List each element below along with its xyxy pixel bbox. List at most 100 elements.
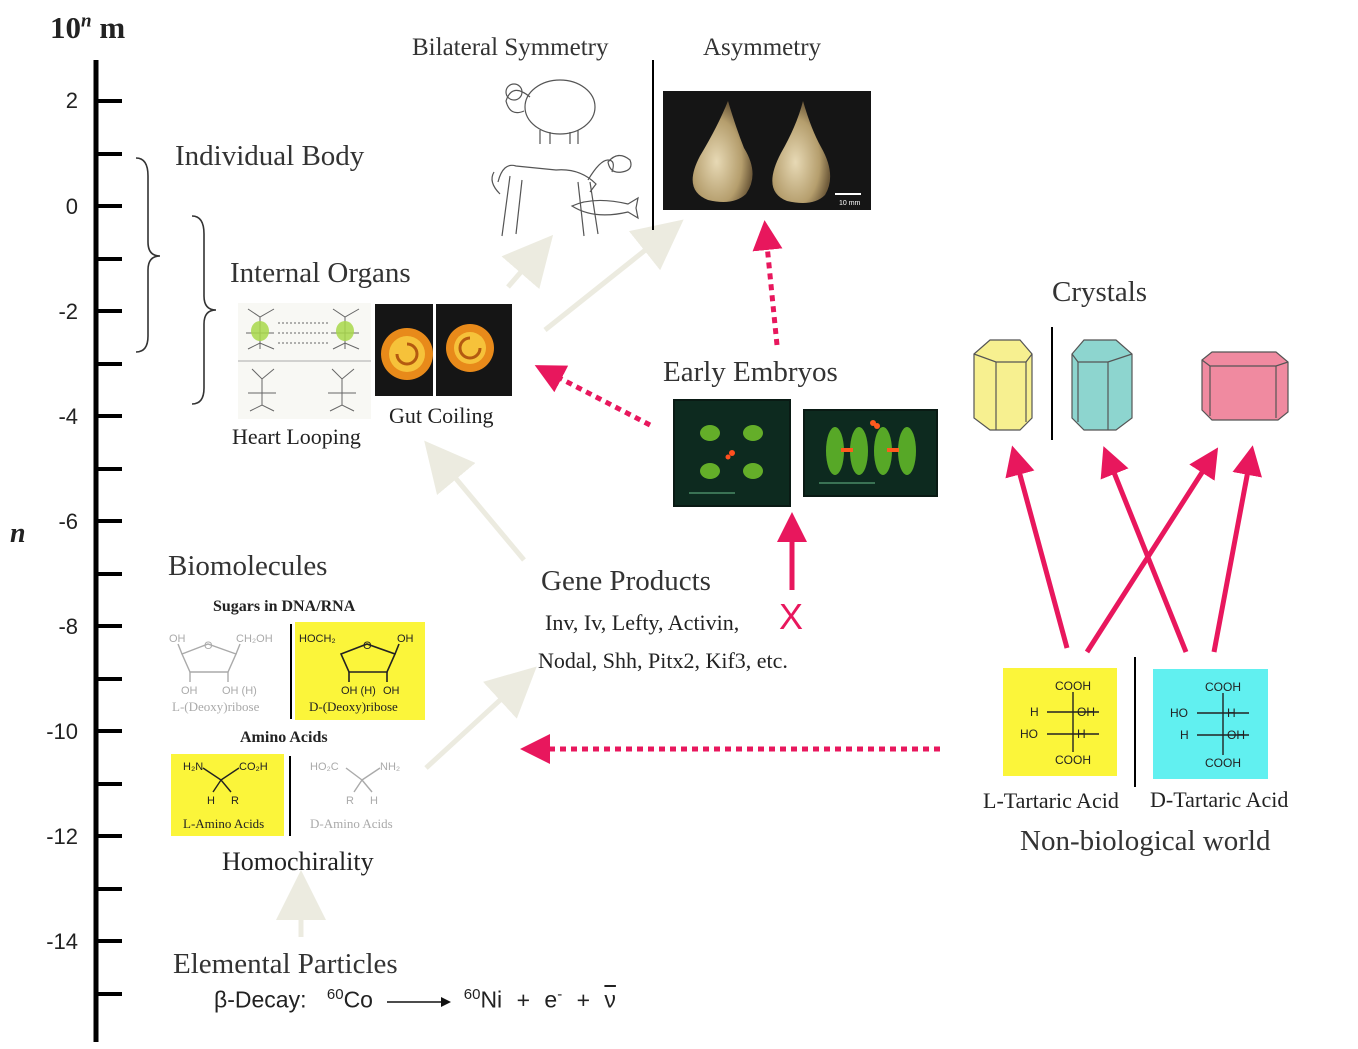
svg-text:H₂N: H₂N [183,761,203,773]
symmetry-divider [652,60,654,230]
svg-text:OH: OH [1077,705,1095,719]
svg-text:CO₂H: CO₂H [239,761,268,773]
l-ribose-ring: OH O CH₂OH OH OH (H) [169,633,273,697]
frog-sketches [238,308,371,412]
svg-text:R: R [231,795,239,807]
sugar-divider [290,624,292,719]
l-tartaric-label: L-Tartaric Acid [983,788,1119,813]
svg-text:H: H [1030,705,1039,719]
animal-sketches [491,79,639,237]
svg-text:OH: OH [383,685,400,697]
plus-sign: + [576,986,591,1013]
embryo-photo-1 [673,399,791,507]
d-amino-structure-wrap: HO₂C NH₂ R H D-Amino Acids [300,754,418,836]
crystal-pink [1201,351,1289,421]
tick-label: -2 [58,299,78,324]
brace-internal-organs [191,215,217,405]
scale-axis [93,60,122,1042]
svg-text:HO: HO [1020,727,1038,741]
cobalt-symbol: Co [343,986,373,1013]
tick-label: -4 [58,404,78,429]
d-tartaric-label: D-Tartaric Acid [1150,787,1289,812]
d-ribose-ring: HOCH₂ O OH OH (H) OH [299,633,414,697]
co-mass-number: 60 [326,986,344,1003]
crystal-teal [1071,339,1133,431]
ni-mass-number: 60 [463,986,481,1003]
snail-shells-photo: 10 mm [663,91,871,210]
svg-text:H: H [1077,727,1086,741]
axis-variable-label: n [10,518,26,549]
tartaric-divider [1134,657,1136,787]
axis-exponent: n [81,10,92,32]
gut-coil-left [381,328,433,380]
d-tartaric-box: COOH HO H H OH COOH [1153,669,1268,779]
svg-text:HOCH₂: HOCH₂ [299,633,336,645]
svg-text:OH (H): OH (H) [341,685,376,697]
svg-text:COOH: COOH [1055,753,1091,767]
gene-products-title: Gene Products [541,565,711,597]
svg-text:OH: OH [169,633,186,645]
l-amino-box: H₂N CO₂H H R L-Amino Acids [171,754,284,836]
tick-label: 2 [65,88,78,113]
gut-coiling-label: Gut Coiling [389,403,494,428]
brace-individual-body [135,157,161,353]
svg-text:O: O [363,640,372,652]
individual-body-title: Individual Body [175,140,365,172]
l-amino-label: L-Amino Acids [183,816,265,831]
tick-label: -6 [58,509,78,534]
electron-symbol: e [544,986,558,1013]
gut-coiling-photo-right [436,304,512,396]
tick-label: 0 [65,194,78,219]
decay-arrow-icon [387,996,452,1007]
svg-text:COOH: COOH [1205,756,1241,770]
sugars-title: Sugars in DNA/RNA [213,598,356,615]
early-embryos-title: Early Embryos [663,356,838,388]
svg-text:COOH: COOH [1205,680,1241,694]
internal-organs-title: Internal Organs [230,257,411,289]
antineutrino-symbol: ν [604,986,616,1013]
l-ribose-label: L-(Deoxy)ribose [172,699,260,714]
axis-base: 10 [50,10,81,45]
l-tartaric-box: COOH H OH HO H COOH [1003,668,1117,776]
d-ribose-box: HOCH₂ O OH OH (H) OH D-(Deoxy)ribose [295,622,425,720]
axis-unit: m [99,10,126,45]
d-tartaric-structure: COOH HO H H OH COOH [1170,680,1249,770]
axis-header: 10n m [50,10,125,46]
tick-label: -8 [58,614,78,639]
svg-text:OH: OH [1227,728,1245,742]
crystals-divider [1051,327,1053,440]
elemental-particles-title: Elemental Particles [173,948,398,980]
svg-text:HO₂C: HO₂C [310,761,339,773]
tick-label: -10 [46,719,78,744]
crystal-yellow [973,339,1033,431]
d-ribose-label: D-(Deoxy)ribose [309,699,398,714]
plus-sign: + [516,986,530,1013]
snail-shells: 10 mm [692,101,861,207]
embryo-cells-2 [819,420,916,484]
d-amino-structure: HO₂C NH₂ R H [310,761,400,807]
homochirality-label: Homochirality [222,847,374,876]
embryo-photo-2 [803,409,938,497]
svg-text:OH: OH [181,685,198,697]
amino-divider [289,756,291,836]
svg-text:H: H [1180,728,1189,742]
svg-text:COOH: COOH [1055,679,1091,693]
asymmetry-title: Asymmetry [703,34,822,61]
l-amino-structure: H₂N CO₂H H R [183,761,268,807]
l-tartaric-structure: COOH H OH HO H COOH [1020,679,1099,767]
embryo-cells-1 [689,425,763,494]
svg-text:OH: OH [397,633,414,645]
d-amino-label: D-Amino Acids [310,816,393,831]
svg-text:H: H [370,795,378,807]
tick-label: -12 [46,824,78,849]
svg-text:NH₂: NH₂ [380,761,400,773]
electron-charge: - [557,986,563,1003]
l-ribose-structure: OH O CH₂OH OH OH (H) [166,622,286,718]
non-biological-world-label: Non-biological world [1020,825,1271,857]
amino-acids-title: Amino Acids [240,729,328,746]
svg-text:CH₂OH: CH₂OH [236,633,273,645]
tick-label: -14 [46,929,78,954]
scale-bar-label: 10 mm [839,200,861,207]
gene-list-line-2: Nodal, Shh, Pitx2, Kif3, etc. [538,648,788,673]
svg-text:H: H [207,795,215,807]
